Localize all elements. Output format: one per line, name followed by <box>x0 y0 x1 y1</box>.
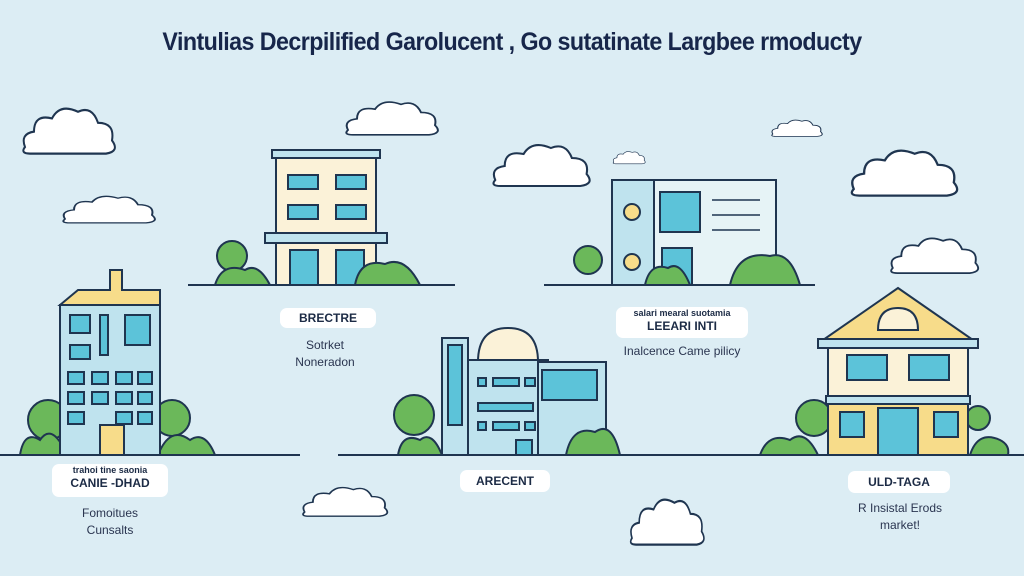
cloud <box>771 119 823 137</box>
building-top-right <box>573 179 802 286</box>
label-subtitle: salari mearal suotamia <box>633 308 731 318</box>
page-title: Vintulias Decrpilified Garolucent , Go s… <box>162 28 862 56</box>
caption-line: Fomoitues <box>81 506 139 520</box>
label-top-center: BRECTRE <box>280 308 376 328</box>
cloud <box>62 195 156 224</box>
cloud <box>492 144 591 188</box>
caption-bottom-right: R Insistal Erods market! <box>830 500 970 534</box>
cloud <box>22 107 117 155</box>
caption-line: Inalcence Came pilicy <box>623 344 741 358</box>
label-bottom-left: trahoi tine saonia CANIE -DHAD <box>52 464 168 497</box>
building-house <box>758 286 1010 456</box>
cloud <box>850 149 959 197</box>
building-top-center <box>213 149 422 286</box>
caption-bottom-left: Fomoitues Cunsalts <box>50 505 170 539</box>
label-bottom-center: ARECENT <box>460 470 550 492</box>
caption-line: market! <box>879 518 920 532</box>
building-left <box>18 269 217 456</box>
caption-line: R Insistal Erods <box>857 501 943 515</box>
cloud <box>302 486 389 518</box>
label-title: LEEARI INTI <box>646 319 717 333</box>
caption-line: Noneradon <box>295 355 355 369</box>
caption-line: Sotrket <box>305 338 344 352</box>
label-title: CANIE -DHAD <box>70 476 150 490</box>
label-title: ARECENT <box>475 474 534 488</box>
label-subtitle: trahoi tine saonia <box>72 465 148 475</box>
cloud <box>890 237 980 275</box>
building-center <box>393 326 622 456</box>
cloud <box>612 151 646 165</box>
cloud <box>345 101 439 136</box>
cloud <box>629 498 706 546</box>
caption-line: Cunsalts <box>86 523 134 537</box>
label-title: BRECTRE <box>298 311 357 325</box>
label-top-right: salari mearal suotamia LEEARI INTI <box>616 307 748 338</box>
label-bottom-right: ULD-TAGA <box>848 471 950 493</box>
caption-top-center: Sotrket Noneradon <box>260 337 390 371</box>
label-title: ULD-TAGA <box>868 475 930 489</box>
caption-top-right: Inalcence Came pilicy <box>600 343 764 360</box>
